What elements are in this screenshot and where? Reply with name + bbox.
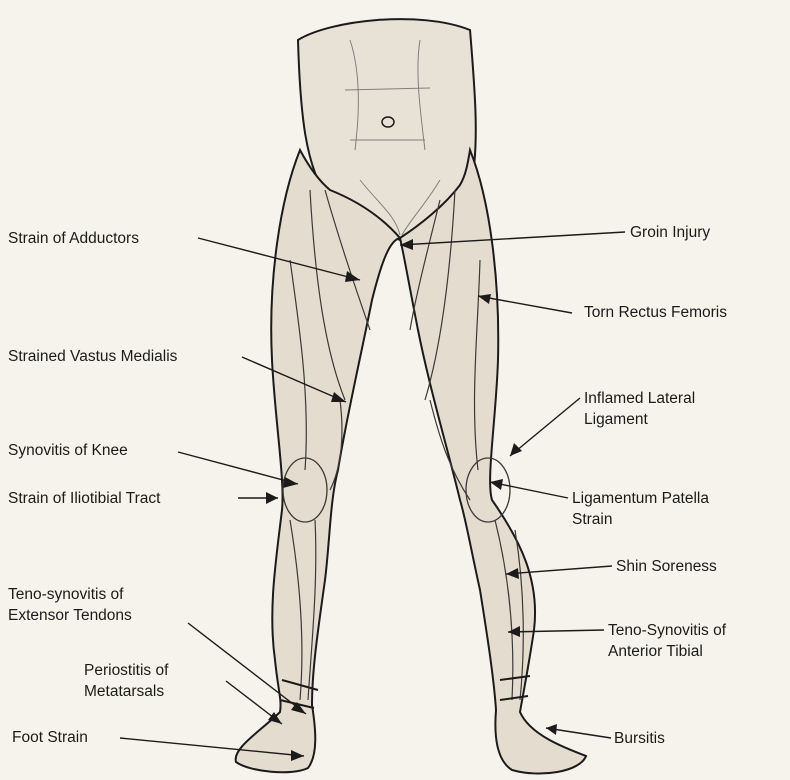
label-line: Ligament xyxy=(584,409,695,430)
label-line: Strain xyxy=(572,509,709,530)
label-line: Anterior Tibial xyxy=(608,641,726,662)
label-line: Extensor Tendons xyxy=(8,605,132,626)
leader-lines xyxy=(120,232,625,756)
label-strain-of-iliotibial-tract: Strain of Iliotibial Tract xyxy=(8,488,160,509)
label-line: Periostitis of xyxy=(84,660,168,681)
label-line: Teno-synovitis of xyxy=(8,584,132,605)
label-strained-vastus-medialis: Strained Vastus Medialis xyxy=(8,346,177,367)
label-periostitis-of-metatarsals: Periostitis of Metatarsals xyxy=(84,660,168,702)
label-groin-injury: Groin Injury xyxy=(630,222,710,243)
label-shin-soreness: Shin Soreness xyxy=(616,556,717,577)
label-torn-rectus-femoris: Torn Rectus Femoris xyxy=(584,302,727,323)
label-line: Ligamentum Patella xyxy=(572,488,709,509)
label-inflamed-lateral-ligament: Inflamed Lateral Ligament xyxy=(584,388,695,430)
label-line: Metatarsals xyxy=(84,681,168,702)
label-line: Teno-Synovitis of xyxy=(608,620,726,641)
label-bursitis: Bursitis xyxy=(614,728,665,749)
label-teno-synovitis-anterior-tibial: Teno-Synovitis of Anterior Tibial xyxy=(608,620,726,662)
label-line: Inflamed Lateral xyxy=(584,388,695,409)
label-foot-strain: Foot Strain xyxy=(12,727,88,748)
label-synovitis-of-knee: Synovitis of Knee xyxy=(8,440,128,461)
label-ligamentum-patella-strain: Ligamentum Patella Strain xyxy=(572,488,709,530)
label-strain-of-adductors: Strain of Adductors xyxy=(8,228,139,249)
label-teno-synovitis-extensor: Teno-synovitis of Extensor Tendons xyxy=(8,584,132,626)
